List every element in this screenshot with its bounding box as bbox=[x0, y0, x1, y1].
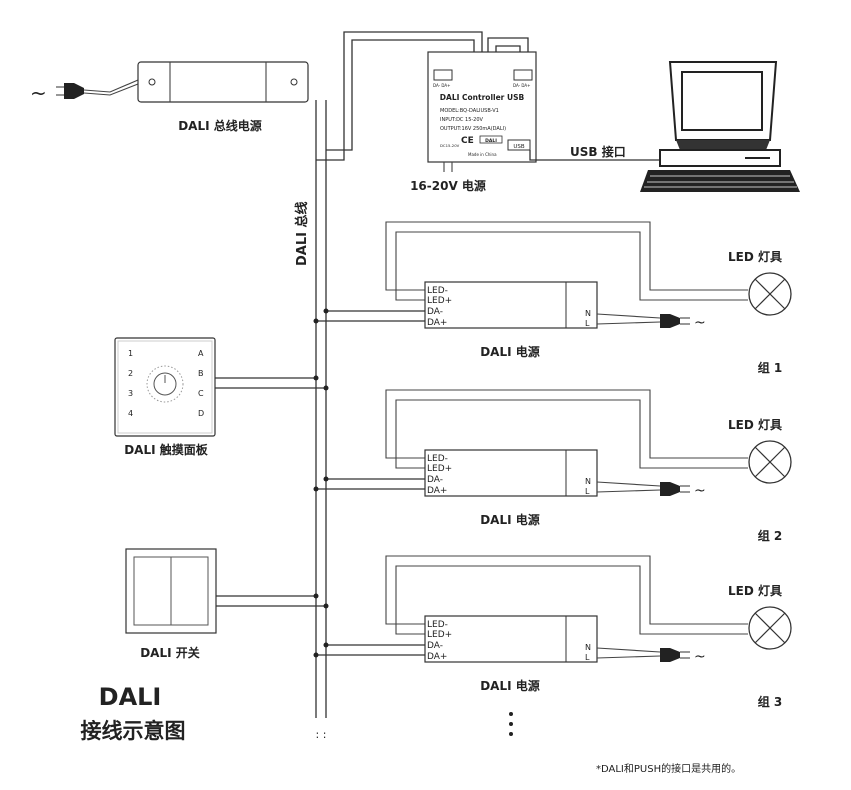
touch-panel-label: DALI 触摸面板 bbox=[124, 442, 209, 457]
svg-text:DALI 电源: DALI 电源 bbox=[480, 344, 540, 359]
made-in: Made in China bbox=[468, 152, 497, 157]
plug-icon bbox=[660, 648, 690, 662]
controller-output: OUTPUT:16V 250mA(DALI) bbox=[440, 126, 506, 132]
usb-mark: USB bbox=[513, 144, 525, 150]
dali-bus: : : DALI 总线 bbox=[294, 100, 327, 741]
plug-icon bbox=[56, 83, 84, 99]
svg-text:L: L bbox=[585, 653, 590, 662]
svg-text:D: D bbox=[198, 409, 204, 418]
svg-text:N: N bbox=[585, 477, 591, 486]
dc-label: DC15-20V bbox=[440, 143, 460, 148]
svg-text:LED+: LED+ bbox=[427, 464, 452, 474]
dimmer-dial-icon bbox=[146, 365, 184, 403]
dali-switch: DALI 开关 bbox=[125, 548, 329, 660]
group-3: LED- LED+ DA- DA+ N L ~ LED 灯具 DALI 电源 组… bbox=[313, 555, 792, 709]
title-line2: 接线示意图 bbox=[81, 719, 186, 743]
touch-panel-letters: A B C D bbox=[198, 349, 204, 418]
svg-text:C: C bbox=[198, 389, 204, 398]
ce-mark: CE bbox=[461, 136, 474, 146]
svg-text:2: 2 bbox=[128, 369, 133, 378]
svg-text:LED+: LED+ bbox=[427, 630, 452, 640]
svg-text:DALI 电源: DALI 电源 bbox=[480, 512, 540, 527]
title-line1: DALI bbox=[99, 683, 162, 711]
computer-icon bbox=[640, 61, 800, 192]
svg-text:DA+: DA+ bbox=[427, 652, 447, 662]
svg-text:N: N bbox=[585, 643, 591, 652]
terminal-right: DA- DA+ bbox=[513, 83, 530, 88]
svg-text:组 2: 组 2 bbox=[758, 528, 783, 543]
lamp-icon bbox=[748, 272, 792, 316]
usb-port-label: USB 接口 bbox=[570, 144, 626, 159]
supply-label: 16-20V 电源 bbox=[410, 178, 486, 193]
switch-label: DALI 开关 bbox=[140, 645, 200, 660]
controller-input: INPUT:DC 15-20V bbox=[440, 117, 484, 123]
svg-text:DALI 电源: DALI 电源 bbox=[480, 678, 540, 693]
svg-text:N: N bbox=[585, 309, 591, 318]
terminal-left: DA- DA+ bbox=[433, 83, 450, 88]
svg-text:LED-: LED- bbox=[427, 286, 448, 296]
bus-power-label: DALI 总线电源 bbox=[178, 118, 262, 133]
svg-text:DA-: DA- bbox=[427, 475, 443, 485]
bus-dots: : : bbox=[316, 728, 327, 741]
dali-controller-usb: DA- DA+ DA- DA+ DALI Controller USB MODE… bbox=[316, 31, 537, 193]
svg-text:~: ~ bbox=[694, 315, 706, 331]
svg-text:4: 4 bbox=[128, 409, 133, 418]
svg-text:LED-: LED- bbox=[427, 620, 448, 630]
svg-text:L: L bbox=[585, 487, 590, 496]
plug-icon bbox=[660, 482, 690, 496]
bus-label: DALI 总线 bbox=[294, 202, 310, 267]
svg-text:LED+: LED+ bbox=[427, 296, 452, 306]
svg-text:LED 灯具: LED 灯具 bbox=[728, 417, 782, 432]
svg-text:B: B bbox=[198, 369, 204, 378]
svg-text:LED 灯具: LED 灯具 bbox=[728, 249, 782, 264]
svg-text:3: 3 bbox=[128, 389, 133, 398]
bus-power-supply: ~ DALI 总线电源 bbox=[30, 61, 309, 133]
plug-icon bbox=[660, 314, 690, 328]
svg-text:L: L bbox=[585, 319, 590, 328]
svg-text:~: ~ bbox=[694, 649, 706, 665]
svg-text:DA+: DA+ bbox=[427, 486, 447, 496]
controller-title: DALI Controller USB bbox=[440, 93, 525, 102]
group-2: LED- LED+ DA- DA+ N L ~ LED 灯具 DALI 电源 组… bbox=[313, 389, 792, 543]
footnote: *DALI和PUSH的接口是共用的。 bbox=[596, 762, 741, 775]
lamp-icon bbox=[748, 440, 792, 484]
svg-text:组 3: 组 3 bbox=[758, 694, 783, 709]
lamp-icon bbox=[748, 606, 792, 650]
controller-model: MODEL:BQ-DALIUSB-V1 bbox=[440, 108, 499, 114]
touch-panel-numbers: 1 2 3 4 bbox=[128, 349, 133, 418]
svg-text:DA-: DA- bbox=[427, 641, 443, 651]
dali-mark: DALI bbox=[485, 138, 497, 144]
svg-text:DA+: DA+ bbox=[427, 318, 447, 328]
svg-text:LED 灯具: LED 灯具 bbox=[728, 583, 782, 598]
dali-touch-panel: 1 2 3 4 A B C D DALI 触摸面板 bbox=[114, 337, 329, 457]
svg-text:组 1: 组 1 bbox=[758, 360, 783, 375]
svg-text:~: ~ bbox=[694, 483, 706, 499]
svg-text:1: 1 bbox=[128, 349, 133, 358]
svg-text:A: A bbox=[198, 349, 204, 358]
group-1: LED- LED+ DA- DA+ N L ~ LED 灯具 DALI 电源 组… bbox=[313, 221, 792, 375]
mains-tilde: ~ bbox=[30, 81, 47, 105]
svg-text:LED-: LED- bbox=[427, 454, 448, 464]
more-groups-dots bbox=[509, 712, 513, 736]
svg-text:DA-: DA- bbox=[427, 307, 443, 317]
